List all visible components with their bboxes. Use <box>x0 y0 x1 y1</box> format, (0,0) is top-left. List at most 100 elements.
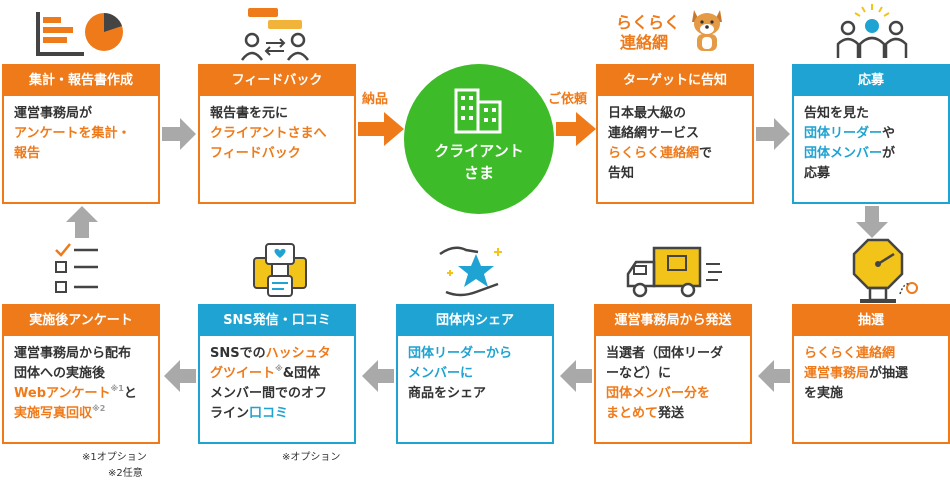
arrow-right-orange-icon <box>358 112 404 146</box>
step-body-line: 連絡網サービス <box>608 124 744 144</box>
client-circle: クライアント さま <box>404 64 554 214</box>
step-body-text: が抽選 <box>869 366 909 381</box>
step-body-line: アンケートを集計・ <box>14 124 150 144</box>
step-body-text: 運営事務局 <box>804 366 870 381</box>
feedback-people-icon <box>240 8 310 61</box>
step-body-line: まとめて発送 <box>606 404 742 424</box>
step-title: 団体内シェア <box>398 306 552 336</box>
step-body-line: 運営事務局が <box>14 104 150 124</box>
step-title: フィードバック <box>200 66 354 96</box>
step-body-text: アンケートを集計・ <box>14 126 131 141</box>
step-body-line: Webアンケート※1と <box>14 384 150 404</box>
step-body-text: 応募 <box>804 166 831 181</box>
step-body-text: 運営事務局が <box>14 106 93 121</box>
step-body-text: で <box>699 146 713 161</box>
step-body-line: 団体メンバー分を <box>606 384 742 404</box>
step-body-text: 団体リーダーから <box>408 346 513 361</box>
step-body-line: 告知を見た <box>804 104 940 124</box>
logo-text-2: 連絡網 <box>620 33 669 52</box>
step-body-line: クライアントさまへ <box>210 124 346 144</box>
step-body-line: 報告書を元に <box>210 104 346 124</box>
step-body: 日本最大級の連絡網サービスらくらく連絡網で告知 <box>598 96 752 184</box>
step-body-line: 団体リーダーから <box>408 344 544 364</box>
step-title: 運営事務局から発送 <box>596 306 750 336</box>
step-body-text: 団体への実施後 <box>14 366 106 381</box>
star-hands-icon <box>439 246 502 297</box>
step-body-text: フィードバック <box>210 146 301 161</box>
step-title: 集計・報告書作成 <box>4 66 158 96</box>
step-body-text: らくらく連絡網 <box>608 146 700 161</box>
step-body-text: クライアントさまへ <box>210 126 327 141</box>
step-body-text: 発送 <box>658 406 685 421</box>
step-body-text: 口コミ <box>249 406 289 421</box>
step-body: 報告書を元にクライアントさまへフィードバック <box>200 96 354 164</box>
step-body-line: 運営事務局が抽選 <box>804 364 940 384</box>
step-body: SNSでのハッシュタグツイート※&団体メンバー間でのオフライン口コミ <box>200 336 354 424</box>
step-body-text: を実施 <box>804 386 844 401</box>
footnote-optional-2: ※2任意 <box>108 468 143 479</box>
step-body-line: SNSでのハッシュタ <box>210 344 346 364</box>
step-body-text: ※1 <box>110 384 124 393</box>
step-body-text: メンバー間でのオフ <box>210 386 328 401</box>
step-body-line: 運営事務局から配布 <box>14 344 150 364</box>
step-title: ターゲットに告知 <box>598 66 752 96</box>
step-body-line: 商品をシェア <box>408 384 544 404</box>
step-body-line: 報告 <box>14 144 150 164</box>
step-body-text: ※2 <box>92 404 106 413</box>
step-body-text: 告知を見た <box>804 106 870 121</box>
step-body-text: 運営事務局から配布 <box>14 346 132 361</box>
checklist-icon <box>55 243 98 293</box>
logo-text-1: らくらく <box>616 13 681 32</box>
step-body: 団体リーダーからメンバーに商品をシェア <box>398 336 552 404</box>
arrow-up-icon <box>66 206 98 238</box>
arrow-right-orange-icon <box>556 112 596 146</box>
step-body-text: ーなど）に <box>606 366 672 381</box>
footnote-option-1: ※1オプション <box>82 452 147 463</box>
arrow-left-icon <box>362 360 394 392</box>
step-title: 実施後アンケート <box>4 306 158 336</box>
step-sns: SNS発信・口コミ SNSでのハッシュタグツイート※&団体メンバー間でのオフライ… <box>198 304 356 444</box>
step-body-line: ライン口コミ <box>210 404 346 424</box>
step-shipping: 運営事務局から発送 当選者（団体リーダーなど）に団体メンバー分をまとめて発送 <box>594 304 752 444</box>
step-body-text: ハッシュタ <box>265 346 331 361</box>
people-icon <box>836 4 908 58</box>
step-body-text: ライン <box>210 406 250 421</box>
step-body-line: 日本最大級の <box>608 104 744 124</box>
step-body-line: 団体リーダーや <box>804 124 940 144</box>
step-body-text: 連絡網サービス <box>608 126 700 141</box>
client-label-1: クライアント <box>434 142 524 160</box>
step-body-line: 告知 <box>608 164 744 184</box>
step-body-line: 当選者（団体リーダ <box>606 344 742 364</box>
arrow-left-icon <box>758 360 790 392</box>
lottery-machine-icon <box>852 238 918 303</box>
step-body: 告知を見た団体リーダーや団体メンバーが応募 <box>794 96 948 184</box>
delivery-truck-icon <box>626 246 722 298</box>
client-label-2: さま <box>463 164 494 182</box>
footnote-option: ※オプション <box>282 452 341 463</box>
step-body-text: 団体メンバー <box>804 146 883 161</box>
chart-icon <box>36 12 123 56</box>
step-lottery: 抽選 らくらく連絡網運営事務局が抽選を実施 <box>792 304 950 444</box>
step-title: SNS発信・口コミ <box>200 306 354 336</box>
building-icon <box>454 88 502 134</box>
step-body-text: が <box>882 146 896 161</box>
arrow-right-icon <box>162 118 196 150</box>
step-body-line: らくらく連絡網 <box>804 344 940 364</box>
step-summary-report: 集計・報告書作成 運営事務局がアンケートを集計・報告 <box>2 64 160 204</box>
step-body-text: SNSでの <box>210 346 266 361</box>
step-group-share: 団体内シェア 団体リーダーからメンバーに商品をシェア <box>396 304 554 444</box>
step-body-text: らくらく連絡網 <box>804 346 896 361</box>
step-body-line: らくらく連絡網で <box>608 144 744 164</box>
step-title: 抽選 <box>794 306 948 336</box>
step-body-text: 団体メンバー分を <box>606 386 711 401</box>
sns-phones-icon <box>253 243 307 297</box>
step-apply: 応募 告知を見た団体リーダーや団体メンバーが応募 <box>792 64 950 204</box>
step-body-text: ※ <box>275 364 283 373</box>
step-body: らくらく連絡網運営事務局が抽選を実施 <box>794 336 948 404</box>
delivery-label: 納品 <box>362 92 389 107</box>
dog-mascot-icon <box>692 10 722 51</box>
step-body-line: グツイート※&団体 <box>210 364 346 384</box>
step-body-line: ーなど）に <box>606 364 742 384</box>
